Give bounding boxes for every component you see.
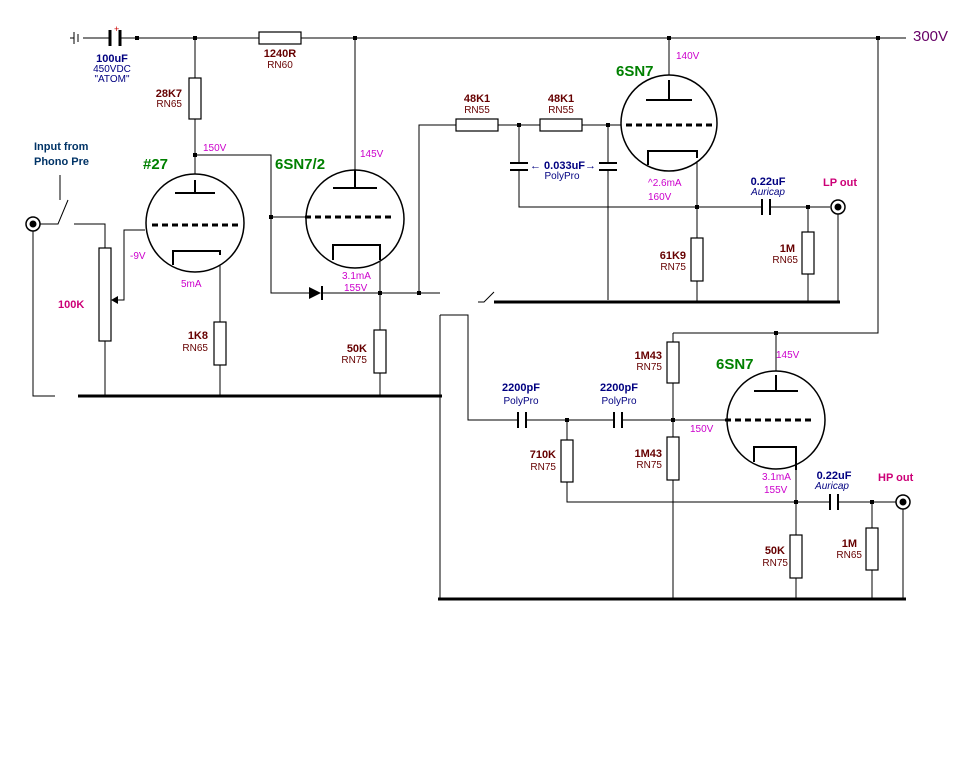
hp-c1-value: 2200pF [502,382,540,394]
tube-27-name: #27 [143,156,168,173]
resistor-1k8 [213,321,227,366]
resistor-1m-hp [865,527,879,571]
hp-r710k-type: RN75 [530,462,556,473]
tube-6sn7-2-name: 6SN7/2 [275,156,325,173]
hp-r50k-value: 50K [765,545,785,557]
lp-r61k9-value: 61K9 [660,250,686,262]
lp-filter-cap-value: ← 0.033uF→ [530,160,596,172]
hp-c2-value: 2200pF [600,382,638,394]
hp-r1m43-bottom-value: 1M43 [634,448,662,460]
tube-6sn7-lp-cathode-voltage: 160V [648,192,672,203]
hp-r1m-value: 1M [842,538,857,550]
resistor-48k1-a [455,118,499,132]
lp-filter-cap-left [510,162,528,171]
tube-6sn7-lp-current: ^2.6mA [648,178,682,189]
resistor-1240r [258,31,302,45]
lp-r1-value: 48K1 [464,93,490,105]
hp-r1m43-top-type: RN75 [636,362,662,373]
filter-cap-polarity: + [114,24,119,34]
hp-filter-cap-1 [517,412,527,428]
lp-output-cap-brand: Auricap [750,187,785,198]
resistor-710k [560,439,574,483]
r1k8-type: RN65 [182,343,208,354]
filter-cap-rating: 450VDC [93,64,131,75]
r1240-value: 1240R [264,48,296,60]
rail-voltage: 300V [913,28,948,45]
hp-r1m-type: RN65 [836,550,862,561]
r1k8-value: 1K8 [188,330,208,342]
tube-27-current: 5mA [181,279,202,290]
hp-out-label: HP out [878,472,914,484]
pot-value: 100K [58,299,84,311]
hp-r710k-value: 710K [530,449,556,461]
lp-out-jack [830,199,846,215]
lp-r2-type: RN55 [548,105,574,116]
r1240-type: RN60 [267,60,293,71]
filter-cap-brand: "ATOM" [94,74,130,85]
hp-r1m43-bottom-type: RN75 [636,460,662,471]
lp-out-label: LP out [823,177,857,189]
resistor-1m43-bottom [666,436,680,481]
tube-6sn7-lp-plate-voltage: 140V [676,51,700,62]
resistor-1m-lp [801,231,815,275]
r28k7-value: 28K7 [156,88,182,100]
hp-out-jack [895,494,911,510]
tube-6sn7-2-symbol [305,169,405,269]
lp-filter-cap-type: PolyPro [544,171,579,182]
lp-r61k9-type: RN75 [660,262,686,273]
capacitors [510,162,839,510]
hp-output-cap-brand: Auricap [814,481,849,492]
resistor-50k-v2 [373,329,387,374]
lp-output-cap [761,199,771,215]
tube-6sn7-lp-name: 6SN7 [616,63,654,80]
input-label-line2: Phono Pre [34,156,89,168]
lp-r1m-value: 1M [780,243,795,255]
lp-filter-cap-right [599,162,617,171]
tube-6sn7-2-current: 3.1mA [342,271,371,282]
tube-6sn7-hp-name: 6SN7 [716,356,754,373]
hp-r50k-type: RN75 [762,558,788,569]
junction-dots [135,36,880,504]
tube-6sn7-hp-cathode-voltage: 155V [764,485,788,496]
ground-buses [78,300,906,601]
resistor-50k-hp [789,534,803,579]
input-jack [25,216,41,232]
lp-r1-type: RN55 [464,105,490,116]
tube-6sn7-hp-grid-voltage: 150V [690,424,714,435]
tube-6sn7-hp-plate-voltage: 145V [776,350,800,361]
diode [309,286,323,300]
jacks [25,199,911,510]
hp-c1-type: PolyPro [503,396,538,407]
r28k7-type: RN65 [156,99,182,110]
input-label-line1: Input from [34,141,89,153]
tube-6sn7-2-plate-voltage: 145V [360,149,384,160]
tube-6sn7-hp-current: 3.1mA [762,472,791,483]
resistor-28k7 [188,77,202,120]
hp-r1m43-top-value: 1M43 [634,350,662,362]
r50k-v2-value: 50K [347,343,367,355]
lp-output-cap-value: 0.22uF [751,176,786,188]
tube-6sn7-hp-symbol [725,370,826,470]
filter-capacitor: + 100uF 450VDC "ATOM" [70,24,131,85]
hp-output-cap-value: 0.22uF [817,470,852,482]
resistor-61k9 [690,237,704,282]
tube-27-symbol [145,173,245,273]
tube-27-plate-voltage: 150V [203,143,227,154]
hp-c2-type: PolyPro [601,396,636,407]
hp-output-cap [829,494,839,510]
resistor-1m43-top [666,341,680,384]
lp-r1m-type: RN65 [772,255,798,266]
potentiometer-100k [98,247,112,342]
resistors [98,31,879,579]
tube-27-grid-voltage: -9V [130,251,146,262]
tube-6sn7-2-cathode-voltage: 155V [344,283,368,294]
r50k-v2-type: RN75 [341,355,367,366]
hp-filter-cap-2 [613,412,623,428]
filter-cap-value: 100uF [96,53,128,65]
tube-6sn7-lp-symbol [620,74,718,172]
lp-r2-value: 48K1 [548,93,574,105]
resistor-48k1-b [539,118,583,132]
